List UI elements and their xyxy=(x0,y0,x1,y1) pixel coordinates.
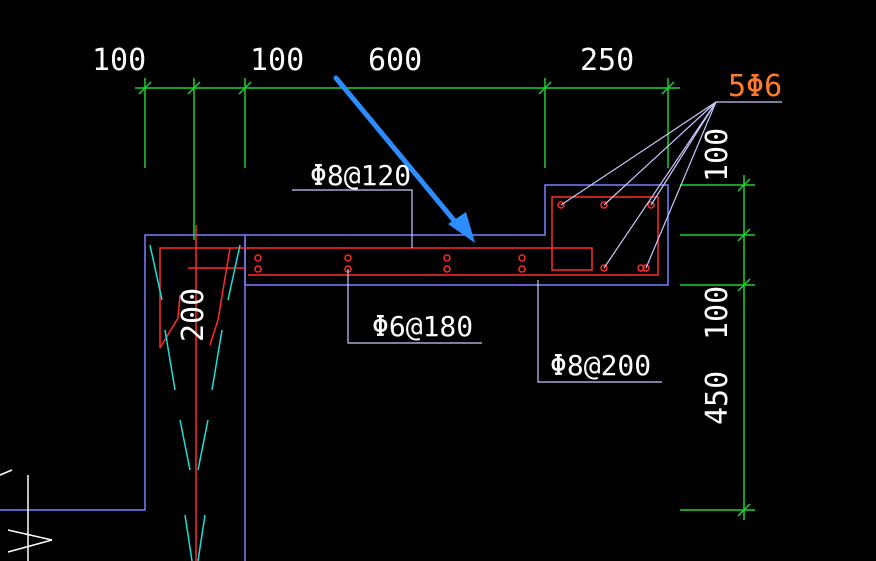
label-phi8-at-120: Φ8@120 xyxy=(310,159,411,192)
dim-right-1: 100 xyxy=(700,128,735,182)
label-phi6-at-180: Φ6@180 xyxy=(372,310,473,343)
dim-top-4: 250 xyxy=(580,43,634,78)
break-marks xyxy=(149,244,241,561)
dim-top-1: 100 xyxy=(92,43,146,78)
dim-top-2: 100 xyxy=(250,43,304,78)
top-dimension-line xyxy=(135,78,680,240)
dim-right-3: 450 xyxy=(700,371,735,425)
rebar-dots xyxy=(254,201,655,273)
label-phi8-at-200: Φ8@200 xyxy=(550,349,651,382)
dim-top-3: 600 xyxy=(368,43,422,78)
dim-vertical-200: 200 xyxy=(176,288,211,342)
dim-right-2: 100 xyxy=(700,286,735,340)
label-5phi6: 5Φ6 xyxy=(728,69,782,104)
annotation-arrow xyxy=(333,75,475,243)
rebar-lines xyxy=(159,196,659,561)
ucs-marker xyxy=(0,469,53,561)
leader-lines xyxy=(292,101,782,383)
right-dimension-line xyxy=(680,175,755,520)
